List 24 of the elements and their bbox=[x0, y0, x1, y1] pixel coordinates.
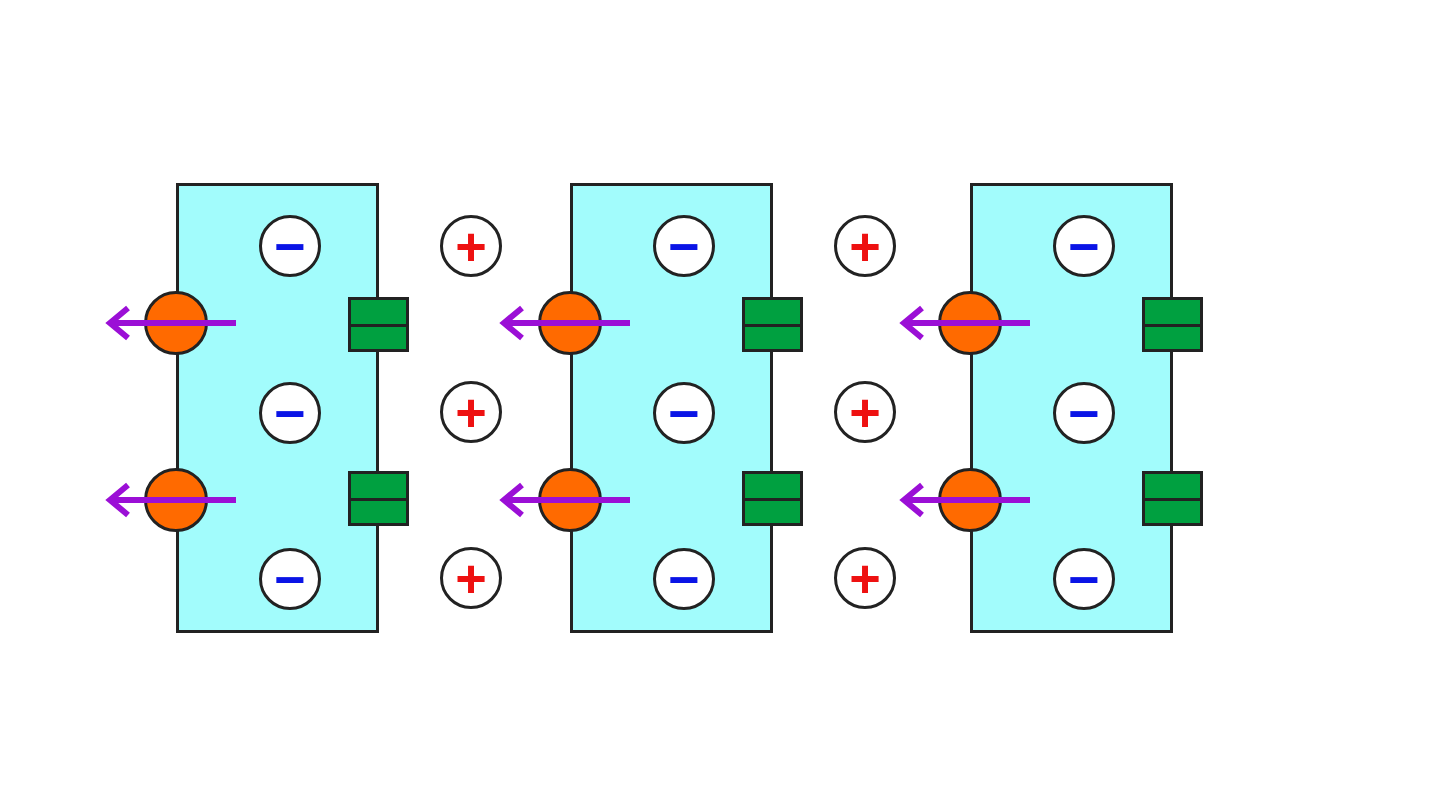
ion-circle: + bbox=[834, 215, 896, 277]
channel-block bbox=[742, 297, 803, 352]
ion-circle: − bbox=[1053, 382, 1115, 444]
channel-block bbox=[348, 471, 409, 526]
ion-circle: + bbox=[440, 381, 502, 443]
cell-panel bbox=[970, 183, 1173, 633]
channel-block bbox=[742, 471, 803, 526]
channel-block bbox=[348, 297, 409, 352]
ion-circle: − bbox=[653, 548, 715, 610]
ion-circle: − bbox=[1053, 215, 1115, 277]
ion-circle: + bbox=[834, 381, 896, 443]
ion-circle: − bbox=[1053, 548, 1115, 610]
channel-block bbox=[1142, 471, 1203, 526]
ion-circle: + bbox=[440, 215, 502, 277]
channel-block bbox=[1142, 297, 1203, 352]
cell-panel bbox=[176, 183, 379, 633]
ion-circle: − bbox=[259, 548, 321, 610]
ion-circle: − bbox=[259, 382, 321, 444]
ion-circle: + bbox=[440, 547, 502, 609]
cell-panel bbox=[570, 183, 773, 633]
ion-circle: − bbox=[653, 215, 715, 277]
ion-circle: − bbox=[653, 382, 715, 444]
ion-circle: − bbox=[259, 215, 321, 277]
ion-circle: + bbox=[834, 547, 896, 609]
